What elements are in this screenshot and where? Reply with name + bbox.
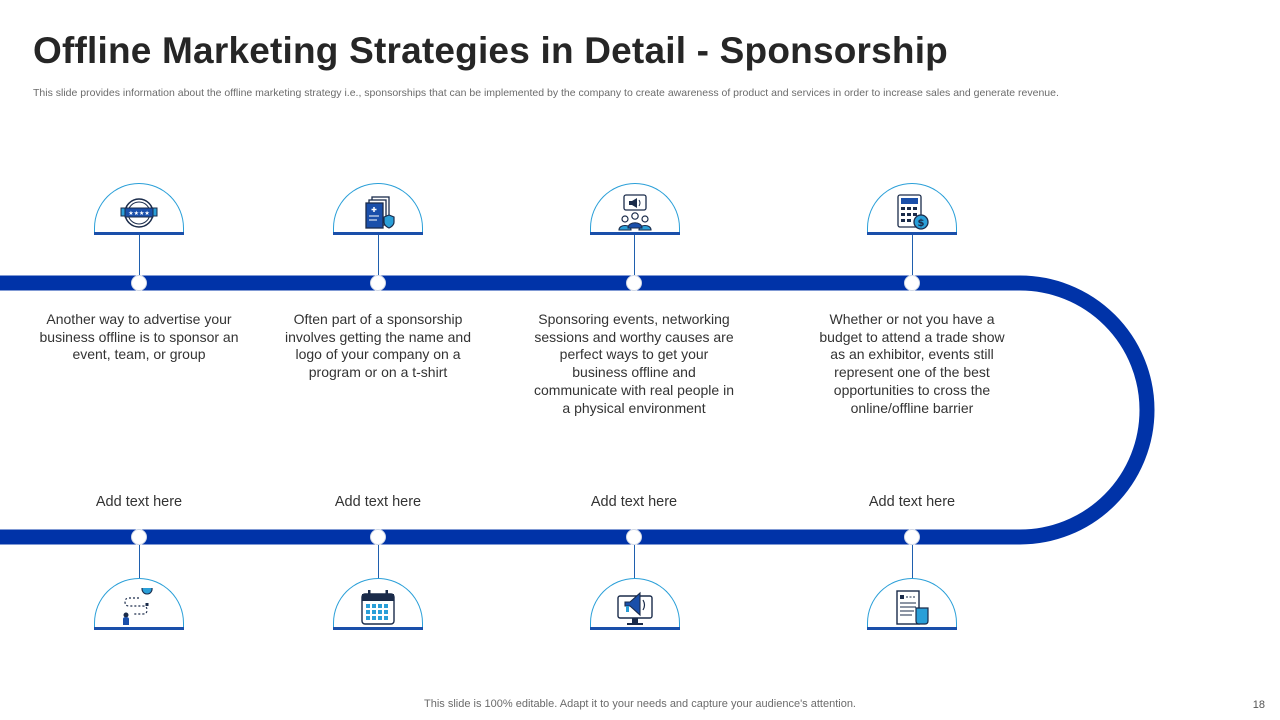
calendar-icon (361, 589, 395, 625)
footer-note: This slide is 100% editable. Adapt it to… (424, 698, 856, 710)
top-step-2-node (370, 275, 386, 291)
top-step-1-text: Another way to advertise your business o… (39, 311, 239, 363)
bottom-step-3-connector (634, 545, 635, 578)
page-number: 18 (1252, 699, 1265, 711)
top-step-1-node (131, 275, 147, 291)
documents-shield-icon (365, 195, 395, 229)
page-subtitle: This slide provides information about th… (33, 87, 1059, 99)
bottom-step-4-connector (912, 545, 913, 578)
bottom-step-3-text: Add text here (590, 494, 678, 510)
bottom-step-2-connector (378, 545, 379, 578)
bottom-step-1-text: Add text here (95, 494, 183, 510)
bottom-step-3-node (626, 529, 642, 545)
top-step-2-connector (378, 235, 379, 275)
svg-text:$: $ (918, 218, 925, 229)
bottom-step-2-text: Add text here (334, 494, 422, 510)
bottom-step-4-text: Add text here (868, 494, 956, 510)
ribbon-banner-icon: ★★★★ (120, 197, 158, 228)
top-step-1-connector (139, 235, 140, 275)
document-cup-icon (896, 589, 929, 625)
group-megaphone-icon (618, 193, 652, 231)
person-path-idea-icon (123, 587, 153, 625)
monitor-megaphone-icon (617, 591, 653, 625)
bottom-step-1-node (131, 529, 147, 545)
page-title: Offline Marketing Strategies in Detail -… (33, 30, 948, 71)
top-step-2-text: Often part of a sponsorship involves get… (284, 311, 471, 381)
bottom-step-2-node (370, 529, 386, 545)
top-step-4-connector (912, 235, 913, 275)
top-step-3-connector (634, 235, 635, 275)
top-step-4-node (904, 275, 920, 291)
top-step-4-text: Whether or not you have a budget to atte… (819, 311, 1005, 416)
calculator-dollar-icon: $ (897, 193, 929, 230)
top-step-3-node (626, 275, 642, 291)
bottom-step-4-node (904, 529, 920, 545)
bottom-step-1-connector (139, 545, 140, 578)
svg-text:★★★★: ★★★★ (128, 210, 150, 217)
top-step-3-text: Sponsoring events, networking sessions a… (534, 311, 734, 416)
